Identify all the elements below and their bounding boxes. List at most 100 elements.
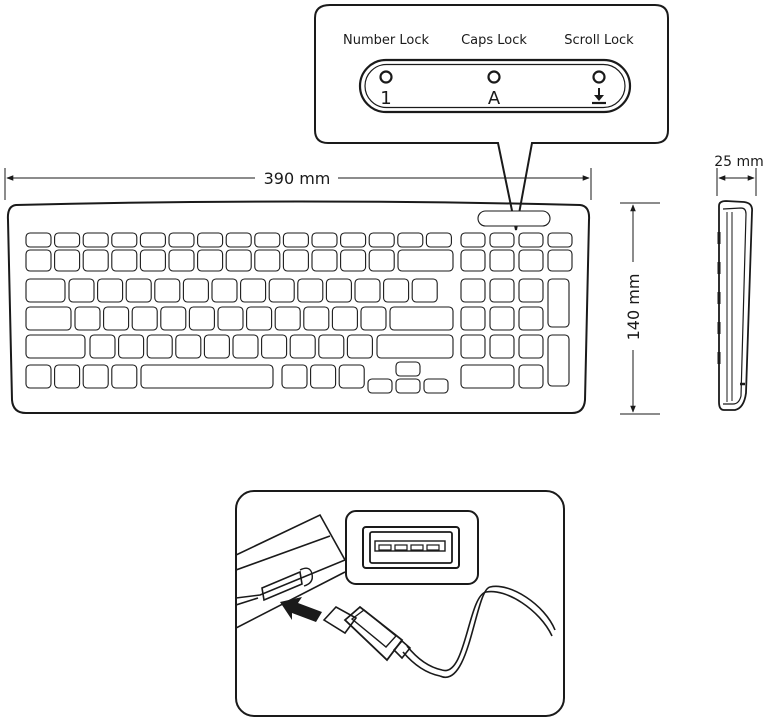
height-label: 140 mm — [624, 274, 643, 341]
keyboard-key — [212, 279, 237, 302]
keyboard-key — [75, 307, 100, 330]
keyboard-key — [247, 307, 272, 330]
keyboard-key — [183, 279, 208, 302]
keyboard-key — [169, 233, 194, 247]
keyboard-key — [283, 233, 308, 247]
keyboard-key — [424, 379, 448, 393]
keyboard-key — [233, 335, 258, 358]
key-grid — [26, 233, 572, 393]
keyboard-key — [83, 233, 108, 247]
keyboard-side-view — [719, 201, 752, 410]
keyboard-key — [384, 279, 409, 302]
keyboard-key — [26, 233, 51, 247]
keyboard-key — [490, 250, 514, 271]
keyboard-key — [426, 233, 451, 247]
keyboard-key — [55, 250, 80, 271]
keyboard-key — [155, 279, 180, 302]
keyboard-key — [290, 335, 315, 358]
keyboard-key — [282, 365, 307, 388]
keyboard-key — [69, 279, 94, 302]
keyboard-key — [369, 233, 394, 247]
keyboard-key — [255, 233, 280, 247]
indicator-label-scroll-lock: Scroll Lock — [564, 33, 634, 48]
keyboard-key — [26, 250, 51, 271]
keyboard-key — [412, 279, 437, 302]
usb-socket-pins — [379, 545, 439, 550]
keyboard-key — [519, 279, 543, 302]
scroll-lock-led — [594, 72, 605, 83]
keyboard-key — [112, 365, 137, 388]
keyboard-key — [390, 307, 453, 330]
keyboard-key — [519, 365, 543, 388]
caps-lock-led — [489, 72, 500, 83]
depth-label: 25 mm — [714, 154, 764, 170]
keyboard-key — [311, 365, 336, 388]
keyboard-key — [319, 335, 344, 358]
indicator-callout: Number Lock Caps Lock Scroll Lock 1 A — [315, 5, 668, 230]
keyboard-key — [519, 250, 543, 271]
keyboard-key — [461, 335, 485, 358]
keyboard-key — [312, 250, 337, 271]
keyboard-key — [312, 233, 337, 247]
side-body — [719, 201, 752, 410]
keyboard-key — [326, 279, 351, 302]
keyboard-key — [26, 335, 85, 358]
number-lock-led — [381, 72, 392, 83]
keyboard-key — [548, 250, 572, 271]
keyboard-key — [90, 335, 115, 358]
keyboard-key — [141, 365, 273, 388]
keyboard-key — [461, 250, 485, 271]
keyboard-key — [169, 250, 194, 271]
keyboard-key — [519, 233, 543, 247]
usb-plug — [324, 607, 442, 676]
keyboard-key — [119, 335, 144, 358]
keyboard-key — [26, 307, 71, 330]
keyboard-key — [198, 250, 223, 271]
keyboard-key — [377, 335, 453, 358]
keyboard-key — [198, 233, 223, 247]
keyboard-key — [55, 365, 80, 388]
keyboard-key — [519, 335, 543, 358]
keyboard-key — [396, 379, 420, 393]
keyboard-key — [269, 279, 294, 302]
keyboard-key — [548, 279, 569, 327]
keyboard-key — [355, 279, 380, 302]
caps-lock-symbol: A — [488, 88, 501, 109]
keyboard-key — [83, 365, 108, 388]
keyboard-key — [490, 307, 514, 330]
usb-connection-illustration — [236, 491, 564, 716]
keyboard-key — [226, 233, 251, 247]
keyboard-key — [519, 307, 543, 330]
keyboard-key — [490, 233, 514, 247]
keyboard-key — [26, 279, 65, 302]
keyboard-key — [26, 365, 51, 388]
keyboard-key — [398, 233, 423, 247]
keyboard-key — [55, 233, 80, 247]
number-lock-symbol: 1 — [380, 88, 391, 109]
keyboard-key — [226, 250, 251, 271]
keyboard-key — [461, 279, 485, 302]
keyboard-key — [361, 307, 386, 330]
keyboard-key — [275, 307, 300, 330]
indicator-label-caps-lock: Caps Lock — [461, 33, 527, 48]
keyboard-key — [126, 279, 151, 302]
keyboard-key — [490, 335, 514, 358]
keyboard-key — [104, 307, 129, 330]
height-dimension: 140 mm — [620, 203, 660, 414]
keyboard-key — [347, 335, 372, 358]
keyboard-key — [548, 335, 569, 386]
keyboard-key — [112, 233, 137, 247]
keyboard-key — [204, 335, 229, 358]
keyboard-key — [176, 335, 201, 358]
keyboard-key — [147, 335, 172, 358]
keyboard-key — [140, 233, 165, 247]
keyboard-key — [189, 307, 214, 330]
indicator-label-number-lock: Number Lock — [343, 33, 429, 48]
keyboard-key — [332, 307, 357, 330]
keyboard-key — [461, 307, 485, 330]
scroll-lock-icon — [592, 88, 606, 103]
keyboard-key — [398, 250, 453, 271]
keyboard-key — [262, 335, 287, 358]
keyboard-key — [298, 279, 323, 302]
keyboard-key — [241, 279, 266, 302]
